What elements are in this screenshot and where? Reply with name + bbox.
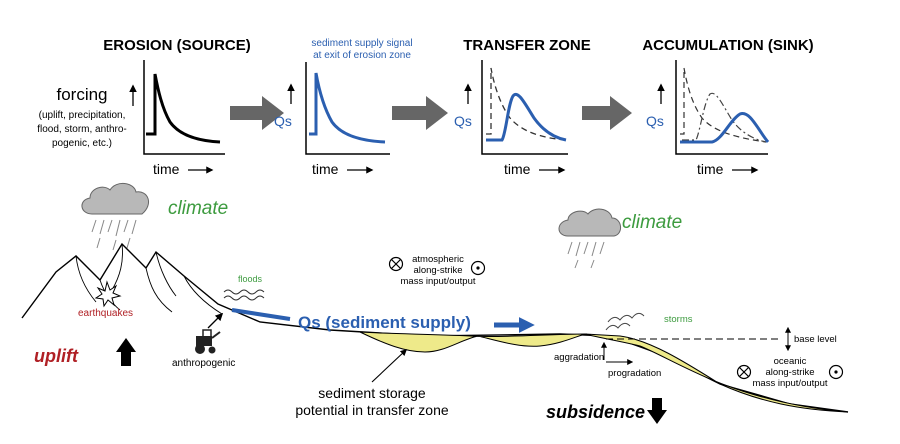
panel-signal: Qs time (274, 62, 390, 177)
time-label-3: time (504, 161, 531, 177)
oceanic-out-of-page-icon (828, 364, 844, 380)
earthquake-icon (94, 280, 122, 308)
cloud-right-icon (558, 208, 621, 269)
forcing-label: forcing (56, 85, 107, 104)
base-level-label: base level (794, 334, 837, 345)
time-label-4: time (697, 161, 724, 177)
flow-arrow-1 (230, 96, 284, 130)
erosion-title: EROSION (SOURCE) (103, 37, 251, 54)
climate-left-label: climate (168, 198, 228, 219)
signal-curve (309, 72, 386, 144)
panel-signal-axes (305, 62, 390, 155)
cloud-left-icon (81, 183, 150, 251)
forcing-detail-3: pogenic, etc.) (52, 138, 112, 149)
transfer-storage-lens (359, 331, 586, 353)
uplift-label: uplift (34, 346, 79, 366)
panel-transfer: Qs time (454, 60, 568, 177)
panel-erosion-axes (143, 60, 225, 155)
sink-transfer-dashdot (682, 92, 767, 143)
climate-right-label: climate (622, 212, 682, 233)
panel-erosion: time (143, 60, 225, 177)
qs-label-2: Qs (454, 113, 472, 129)
anthropogenic-label: anthropogenic (172, 358, 235, 369)
flow-arrow-2 (392, 96, 448, 130)
flow-arrow-3 (582, 96, 632, 130)
time-label-1: time (153, 161, 180, 177)
accumulation-title: ACCUMULATION (SINK) (642, 37, 813, 54)
floods-wave-icon (223, 289, 265, 301)
progradation-label: progradation (608, 368, 661, 379)
tractor-arrow (207, 312, 224, 329)
atmospheric-label-2: along-strike (413, 265, 462, 276)
storage-label-2: potential in transfer zone (295, 402, 449, 418)
panel-accumulation: Qs time (646, 60, 770, 177)
forcing-curve (146, 73, 221, 144)
sink-sediment-wedge (584, 333, 849, 413)
oceanic-into-page-icon (736, 364, 752, 380)
forcing-detail-2: flood, storm, anthro- (37, 124, 126, 135)
qs-supply-label: Qs (sediment supply) (298, 313, 471, 332)
earthquakes-label: earthquakes (78, 308, 133, 319)
transfer-output-curve (486, 93, 567, 142)
aggradation-label: aggradation (554, 352, 604, 363)
oceanic-label-3: mass input/output (753, 378, 828, 389)
oceanic-label-1: oceanic (774, 356, 807, 367)
tractor-icon (195, 329, 221, 354)
atmospheric-label-3: mass input/output (401, 276, 476, 287)
qs-label-1: Qs (274, 113, 292, 129)
atmospheric-label-1: atmospheric (412, 254, 464, 265)
sink-output-curve (680, 112, 770, 144)
mountain-ridges (75, 243, 223, 315)
storms-wave-icon (605, 312, 645, 331)
panel-transfer-axes (481, 60, 568, 155)
storage-label-1: sediment storage (318, 385, 426, 401)
signal-note-line-1: sediment supply signal (311, 38, 412, 49)
qs-label-3: Qs (646, 113, 664, 129)
qs-supply-line (231, 308, 291, 321)
transfer-input-dashed (486, 67, 567, 141)
signal-note-line-2: at exit of erosion zone (313, 50, 411, 61)
atmospheric-out-of-page-icon (470, 260, 486, 276)
storms-label: storms (664, 314, 693, 325)
oceanic-label-2: along-strike (765, 367, 814, 378)
transfer-title: TRANSFER ZONE (463, 37, 591, 54)
uplift-arrow (116, 338, 136, 366)
atmospheric-into-page-icon (388, 256, 404, 272)
panel-accumulation-axes (675, 60, 768, 155)
time-label-2: time (312, 161, 339, 177)
floods-label: floods (238, 274, 263, 284)
subsidence-label: subsidence (546, 402, 645, 422)
subsidence-arrow (647, 398, 667, 424)
storage-pointer-line (371, 349, 407, 383)
forcing-detail-1: (uplift, precipitation, (39, 110, 126, 121)
